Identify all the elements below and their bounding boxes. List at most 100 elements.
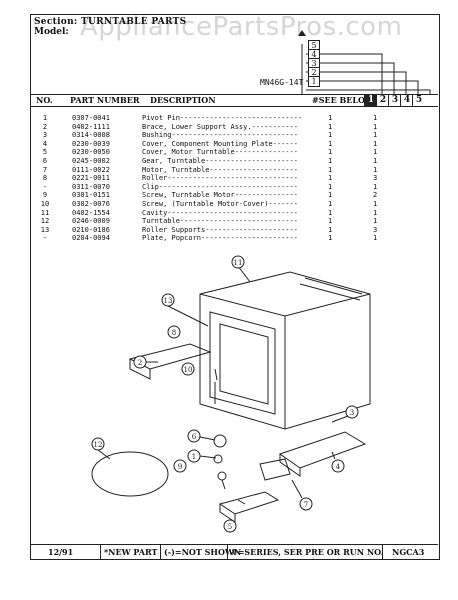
- part-no: 3: [42, 131, 48, 140]
- part-qty: 1: [328, 208, 333, 217]
- callout-12: 12: [94, 441, 103, 449]
- part-description: Cover, Motor Turntable---------------: [142, 148, 298, 157]
- stair-box-1: 1: [308, 76, 320, 87]
- part-number: 0210-0186: [72, 225, 110, 234]
- part-series-qty: 1: [373, 217, 378, 226]
- footer-code: NGCA3: [392, 547, 425, 557]
- part-qty: 1: [328, 191, 333, 200]
- part-number: 0111-0022: [72, 165, 110, 174]
- parts-sheet: AppliancePartsPros.com Section: TURNTABL…: [30, 12, 440, 560]
- callout-9: 9: [178, 463, 182, 471]
- sheet-frame: [30, 14, 440, 560]
- part-description: Roller Supports----------------------: [142, 225, 298, 234]
- footer-date: 12/91: [48, 547, 74, 557]
- part-number: 0301-0151: [72, 191, 110, 200]
- part-no: 4: [42, 139, 48, 148]
- callout-13: 13: [164, 297, 173, 305]
- section-title: Section: TURNTABLE PARTS: [34, 17, 187, 27]
- part-qty: 1: [328, 148, 333, 157]
- col-description: DESCRIPTION: [150, 95, 216, 105]
- model-label: Model:: [34, 27, 69, 37]
- part-qty: 1: [328, 174, 333, 183]
- part-no: 8: [42, 174, 48, 183]
- part-series-qty: 3: [373, 225, 378, 234]
- part-no: 7: [42, 165, 48, 174]
- part-no: 6: [42, 157, 48, 165]
- part-qty: 1: [328, 165, 333, 174]
- part-number: 0221-0011: [72, 174, 110, 183]
- part-number: 0204-0094: [72, 234, 110, 243]
- part-qty: 1: [328, 131, 333, 140]
- series-col-1: 1: [364, 94, 377, 106]
- part-number: 0314-0008: [72, 131, 110, 140]
- part-no: 12: [40, 217, 50, 226]
- part-series-qty: 1: [373, 122, 378, 131]
- part-description: Clip---------------------------------: [142, 182, 298, 191]
- part-description: Roller-------------------------------: [142, 174, 298, 183]
- callout-bubbles: 11 13 8 2 10 12 6 1 3 4 7 5 9: [91, 255, 359, 533]
- part-no: -: [42, 234, 48, 243]
- part-qty: 1: [328, 182, 333, 191]
- part-no: 11: [40, 208, 50, 217]
- callout-5: 5: [228, 523, 232, 531]
- part-series-qty: 1: [373, 182, 378, 191]
- part-series-qty: 1: [373, 148, 378, 157]
- table-row: 8 0221-0011 Roller------------------------…: [30, 174, 438, 183]
- part-qty: 1: [328, 139, 333, 148]
- part-series-qty: 1: [373, 131, 378, 140]
- part-series-qty: 1: [373, 157, 378, 165]
- table-row: 9 0301-0151 Screw, Turntable Motor--------…: [30, 191, 438, 200]
- footer-not-shown: (-)=NOT SHOWN: [164, 547, 242, 557]
- part-description: Turntable----------------------------: [142, 217, 298, 226]
- part-series-qty: 2: [373, 191, 378, 200]
- part-number: 0246-0009: [72, 217, 110, 226]
- part-description: Plate, Popcorn-----------------------: [142, 234, 298, 243]
- callout-1: 1: [192, 453, 196, 461]
- col-no: NO.: [36, 95, 53, 105]
- part-series-qty: 1: [373, 234, 378, 243]
- table-row: 13 0210-0186 Roller Supports--------------…: [30, 226, 438, 235]
- column-header-row: [30, 94, 438, 107]
- motor-cover-part: [218, 491, 280, 523]
- part-description: Screw, (Turntable Motor-Cover)-------: [142, 200, 298, 208]
- col-see-below: #SEE BELOW: [312, 95, 374, 105]
- part-no: 2: [42, 122, 48, 131]
- part-number: 0402-1111: [72, 122, 110, 131]
- part-description: Screw, Turntable Motor---------------: [142, 191, 298, 200]
- callout-10: 10: [184, 366, 193, 374]
- cavity-outline: [199, 271, 371, 430]
- part-description: Motor, Turntable---------------------: [142, 165, 298, 174]
- callout-2: 2: [138, 359, 142, 367]
- table-row: 7 0111-0022 Motor, Turntable--------------…: [30, 166, 438, 175]
- part-series-qty: 1: [373, 114, 378, 122]
- cover-plate-part: [278, 431, 367, 477]
- callout-11: 11: [234, 259, 243, 267]
- callout-7: 7: [304, 501, 308, 509]
- table-row: 5 0230-0050 Cover, Motor Turntable--------…: [30, 148, 438, 157]
- part-no: 9: [42, 191, 48, 200]
- callout-6: 6: [192, 433, 197, 441]
- series-col-4: 4: [400, 94, 413, 106]
- part-series-qty: 1: [373, 208, 378, 217]
- part-qty: 1: [328, 122, 333, 131]
- part-no: -: [42, 182, 48, 191]
- part-no: 13: [40, 225, 50, 234]
- part-number: 0230-0039: [72, 139, 110, 148]
- series-col-2: 2: [376, 94, 389, 106]
- part-no: 5: [42, 148, 48, 157]
- model-code: MN46G-14T: [260, 78, 304, 87]
- series-col-5: 5: [412, 94, 425, 106]
- gear-part: [213, 434, 227, 448]
- part-number: 0230-0050: [72, 148, 110, 157]
- motor-part: [259, 458, 291, 481]
- part-qty: 1: [328, 114, 333, 122]
- footer-new-part: *NEW PART: [104, 547, 158, 557]
- exploded-diagram: 11 13 8 2 10 12 6 1 3 4 7 5 9: [91, 255, 371, 533]
